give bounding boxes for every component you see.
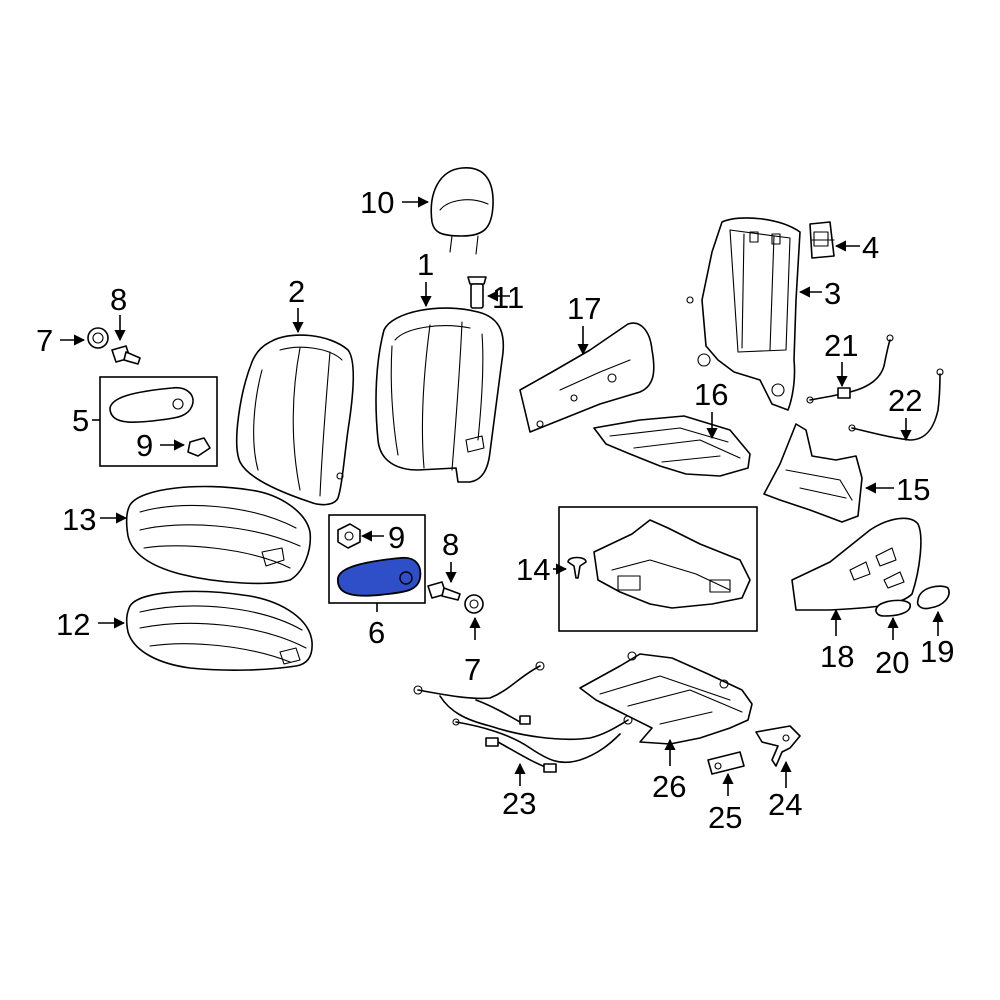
callout-10[interactable]: 10 <box>360 185 430 220</box>
callout-9b[interactable]: 9 <box>360 520 405 555</box>
callout-label-20: 20 <box>875 645 909 680</box>
callout-16[interactable]: 16 <box>694 377 728 440</box>
callout-label-7a: 7 <box>36 323 53 358</box>
washer-part-right <box>464 594 484 614</box>
callout-20[interactable]: 20 <box>875 616 909 680</box>
plate-part <box>707 751 745 775</box>
callout-15[interactable]: 15 <box>864 472 930 507</box>
callout-label-1: 1 <box>417 247 434 282</box>
callout-9a[interactable]: 9 <box>136 428 186 463</box>
seat-pan-part <box>593 415 751 477</box>
callout-label-12: 12 <box>56 607 90 642</box>
callout-26[interactable]: 26 <box>652 738 686 804</box>
callout-label-22: 22 <box>888 383 922 418</box>
seatback-cover-part <box>375 307 505 483</box>
callout-label-18: 18 <box>820 639 854 674</box>
callout-2[interactable]: 2 <box>288 274 305 334</box>
callout-12[interactable]: 12 <box>56 607 126 642</box>
recliner-cover-inner-part <box>109 386 194 424</box>
callout-label-7b: 7 <box>464 652 481 687</box>
callout-label-13: 13 <box>62 502 96 537</box>
callout-22[interactable]: 22 <box>888 383 922 442</box>
push-clip-part <box>567 556 587 579</box>
callout-18[interactable]: 18 <box>820 608 854 674</box>
knob-part-19 <box>916 585 950 610</box>
wire-harness-part <box>413 661 633 773</box>
headrest-guide-part <box>467 276 487 309</box>
callout-label-23: 23 <box>502 786 536 821</box>
clip-nut-part-inner <box>187 437 211 457</box>
callout-4[interactable]: 4 <box>834 230 879 265</box>
callout-label-8b: 8 <box>442 527 459 562</box>
callout-label-9a: 9 <box>136 428 153 463</box>
cable-part-21 <box>806 334 894 404</box>
callout-7a[interactable]: 7 <box>36 323 86 358</box>
bracket-part <box>809 221 835 259</box>
callout-label-4: 4 <box>862 230 879 265</box>
seat-frame-part <box>593 519 751 609</box>
callout-label-15: 15 <box>896 472 930 507</box>
washer-part-left <box>87 327 109 349</box>
recliner-cover-outer-part-highlighted[interactable] <box>337 556 422 597</box>
callout-5[interactable]: 5 <box>72 403 100 438</box>
callout-17[interactable]: 17 <box>567 291 601 356</box>
callout-label-10: 10 <box>360 185 394 220</box>
callout-23[interactable]: 23 <box>502 762 536 821</box>
seatback-frame-part <box>686 217 801 411</box>
callout-label-6: 6 <box>368 615 385 650</box>
callout-label-19: 19 <box>920 634 954 669</box>
callout-label-11: 11 <box>492 280 524 315</box>
side-bracket-part <box>519 322 655 433</box>
callout-label-21: 21 <box>824 328 858 363</box>
callout-21[interactable]: 21 <box>824 328 858 388</box>
callout-label-8a: 8 <box>110 282 127 317</box>
callout-3[interactable]: 3 <box>798 276 841 311</box>
callout-label-16: 16 <box>694 377 728 412</box>
callout-label-17: 17 <box>567 291 601 326</box>
bolt-part-right <box>427 581 461 601</box>
bolt-part-left <box>111 345 141 365</box>
callout-8a[interactable]: 8 <box>110 282 127 342</box>
seat-cushion-pad-part <box>125 590 313 671</box>
callout-14[interactable]: 14 <box>516 552 568 587</box>
part-group-box-5 <box>99 376 218 467</box>
callout-label-3: 3 <box>824 276 841 311</box>
knob-part-20 <box>875 599 911 617</box>
callout-24[interactable]: 24 <box>768 760 802 822</box>
callout-label-24: 24 <box>768 787 802 822</box>
callout-label-14: 14 <box>516 552 550 587</box>
callout-1[interactable]: 1 <box>417 247 434 308</box>
seat-cushion-cover-part <box>125 485 312 585</box>
seat-track-part <box>579 651 753 745</box>
callout-label-9b: 9 <box>388 520 405 555</box>
callout-11[interactable]: 11 <box>486 280 524 315</box>
clip-nut-part-outer <box>337 523 361 549</box>
callout-7b[interactable]: 7 <box>464 616 481 687</box>
lever-bracket-part <box>755 725 801 767</box>
cable-part-22 <box>848 368 944 441</box>
callout-label-5: 5 <box>72 403 89 438</box>
callout-label-25: 25 <box>708 800 742 835</box>
seat-side-shell-part <box>763 423 863 523</box>
callout-label-26: 26 <box>652 769 686 804</box>
callout-8b[interactable]: 8 <box>442 527 459 584</box>
callout-13[interactable]: 13 <box>62 502 128 537</box>
callout-25[interactable]: 25 <box>708 772 742 835</box>
seatback-pad-part <box>235 334 355 506</box>
outer-side-shield-part <box>791 517 922 611</box>
callout-19[interactable]: 19 <box>920 610 954 669</box>
headrest-part <box>430 167 494 255</box>
callout-6[interactable]: 6 <box>368 603 385 650</box>
callout-label-2: 2 <box>288 274 305 309</box>
